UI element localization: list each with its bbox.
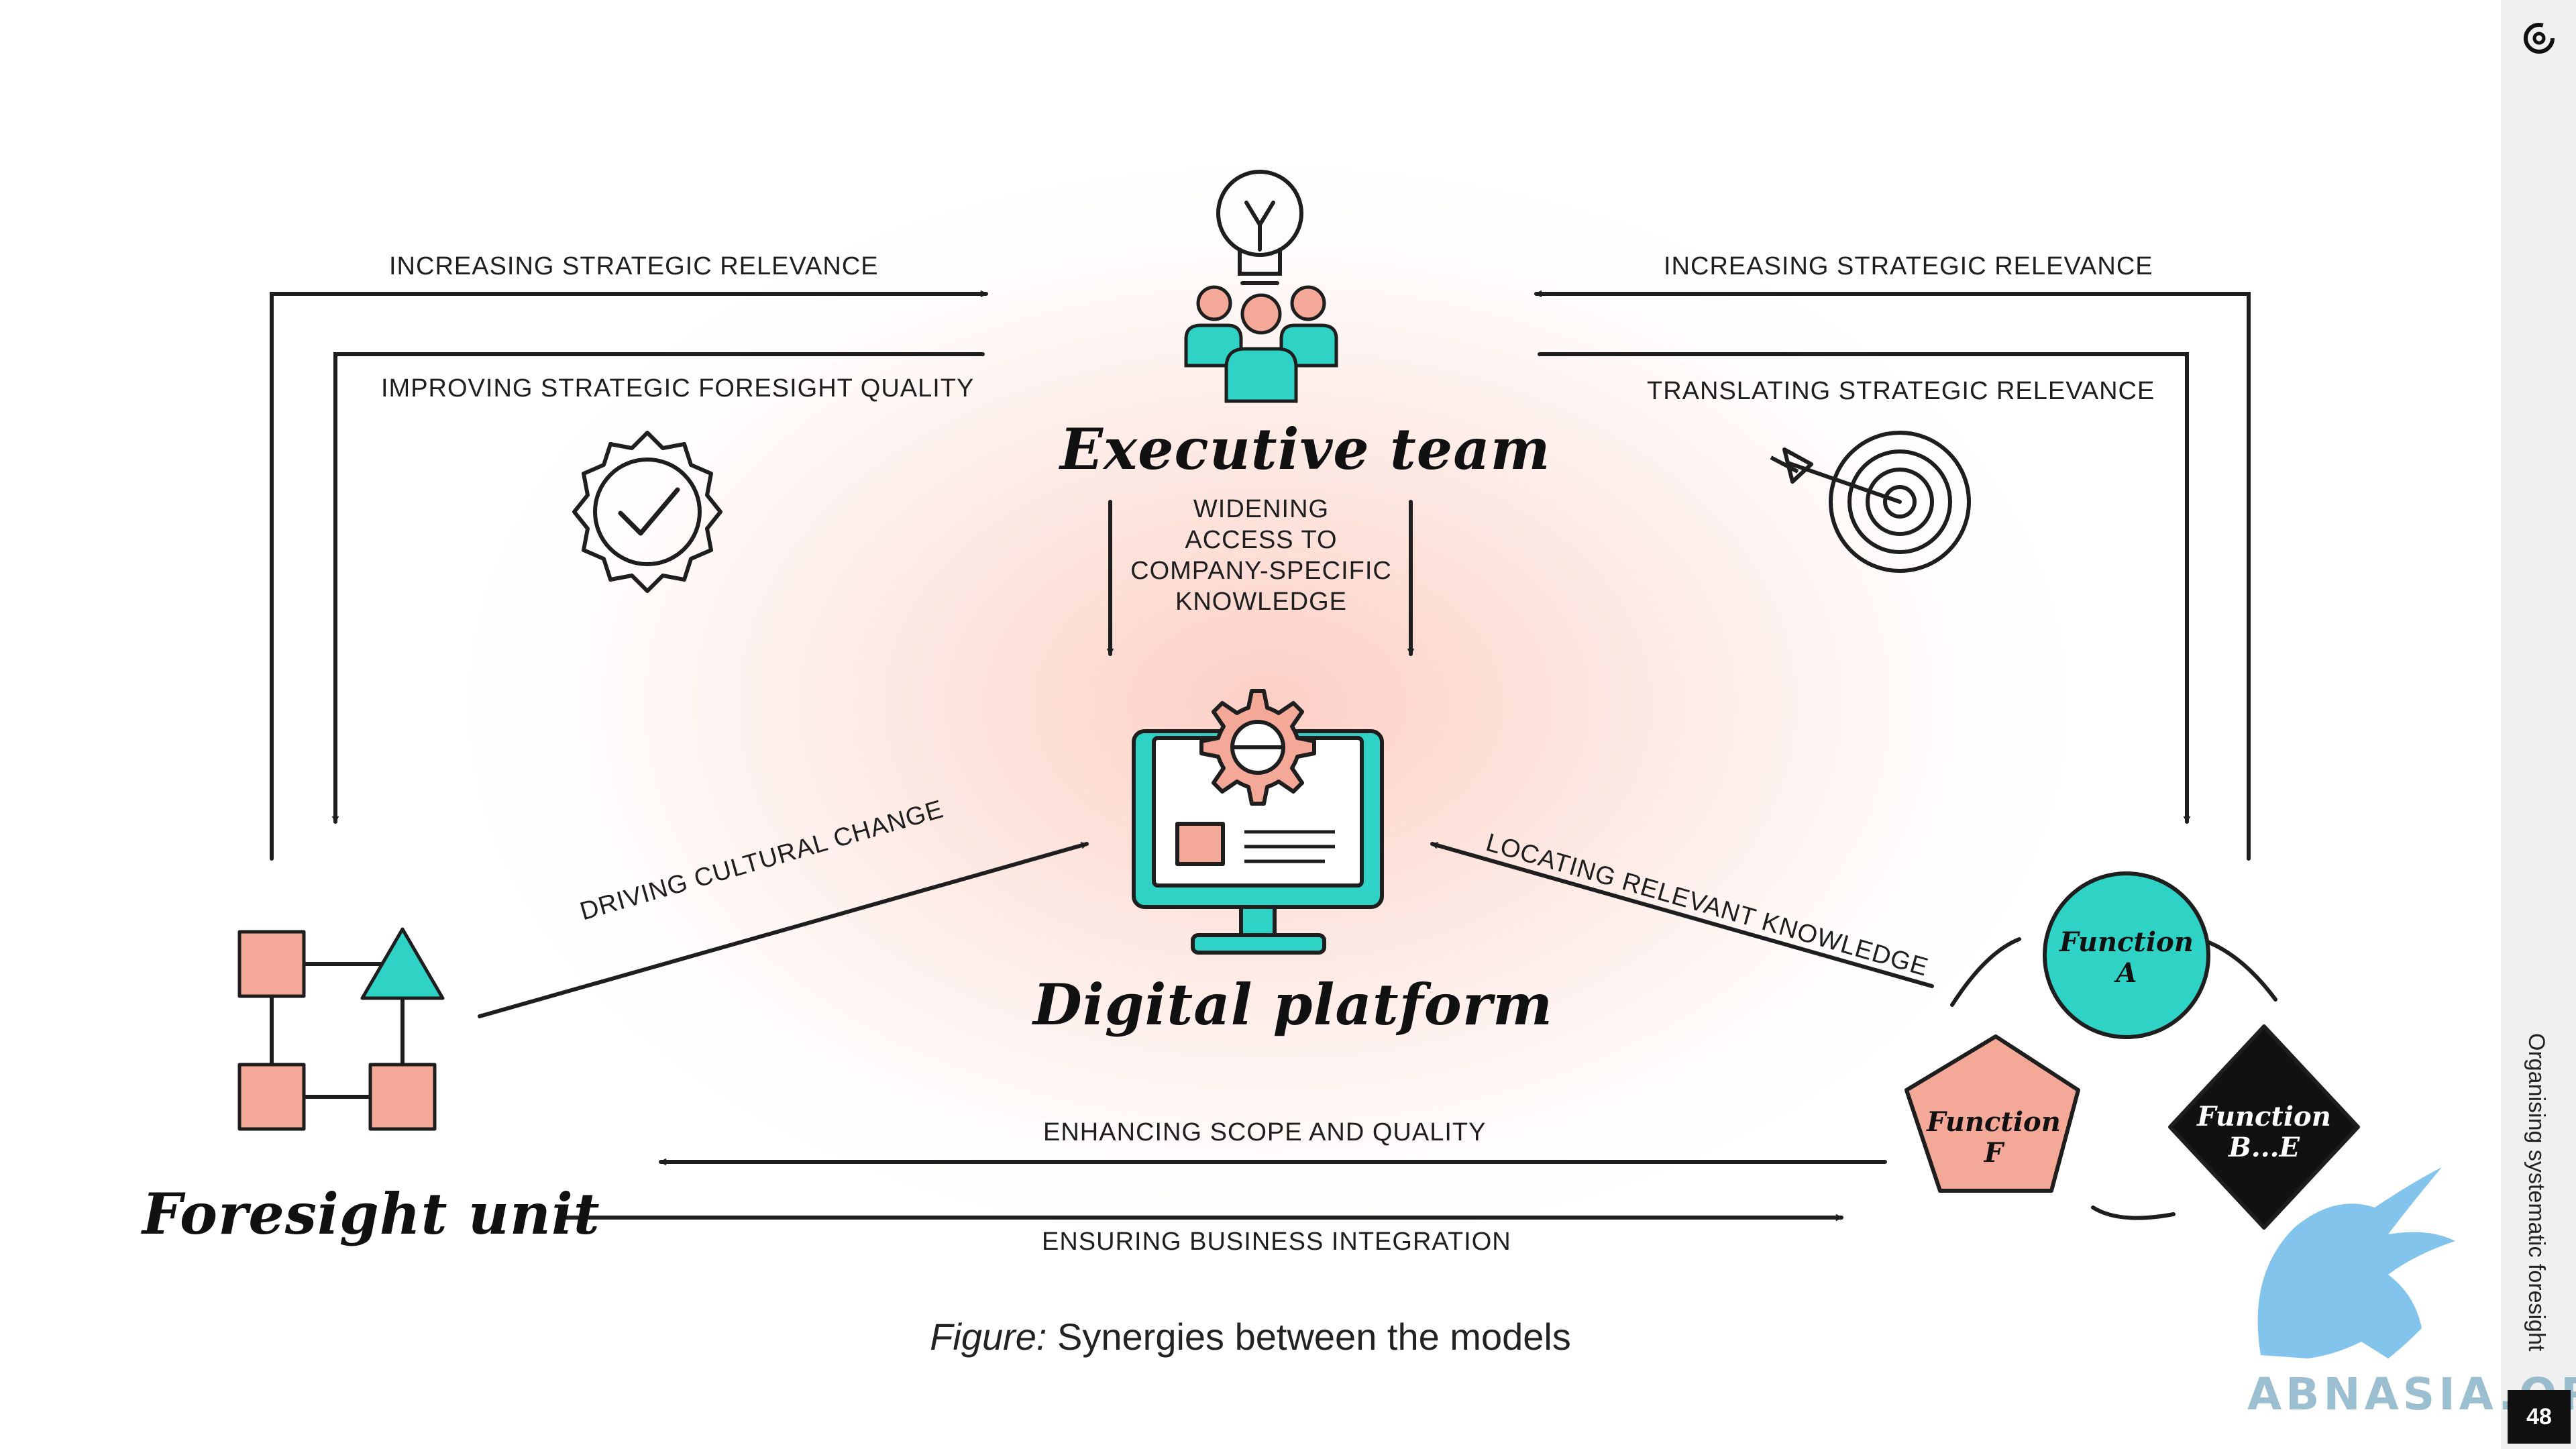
watermark-griffin [2257,1167,2455,1358]
label-exec-platform: Widening access to company-specific know… [1114,494,1409,617]
function-cluster [1904,871,2360,1230]
arrow-left-inner [335,352,985,824]
label-top-left-inner: Improving strategic foresight quality [381,374,975,402]
arrow-foresight-platform [478,842,1089,1018]
label-exec-platform-line-3: company-specific [1130,557,1392,585]
label-top-left-outer: Increasing strategic relevance [389,252,879,280]
label-exec-platform-line-2: access to [1185,526,1338,554]
digital-platform-title: Digital platform [1033,971,1553,1038]
lightbulb-icon [1216,170,1303,285]
function-a-label: Function A [2059,926,2194,989]
monitor-gear-icon [1132,689,1384,955]
label-exec-platform-line-1: Widening [1193,495,1330,523]
label-top-right-inner: Translating strategic relevance [1647,377,2155,405]
brand-logo-icon [2524,23,2555,54]
label-foresight-functions: Ensuring business integration [1042,1228,1511,1256]
arrow-right-outer [1534,294,2251,861]
arrow-left-outer [270,294,988,861]
function-be-shape [2168,1024,2360,1230]
arrow-functions-platform [1430,842,1934,988]
label-functions-foresight: Enhancing scope and quality [1043,1118,1487,1146]
team-icon [1184,285,1338,403]
function-f-label: Function F [1927,1106,2061,1169]
arrow-right-inner [1538,352,2187,824]
page-number: 48 [2508,1390,2571,1444]
executive-team-title: Executive team [1060,416,1551,482]
figure-caption: Figure: Synergies between the models [0,1315,2501,1358]
function-f-shape [1904,1034,2080,1193]
function-be-label: Function B...E [2197,1101,2331,1163]
target-icon [1770,431,1971,573]
caption-text: Synergies between the models [1057,1316,1571,1358]
foresight-unit-title: Foresight unit [142,1181,600,1247]
right-sidebar [2501,0,2576,1449]
connector-lines [270,294,2251,1218]
section-title: Organising systematic foresight [2524,1033,2549,1352]
label-top-right-outer: Increasing strategic relevance [1664,252,2153,280]
label-exec-platform-line-4: knowledge [1175,588,1348,616]
badge-check-icon [572,431,722,593]
org-shapes-icon [237,927,445,1131]
caption-prefix: Figure: [930,1316,1047,1358]
function-a-shape [2043,871,2210,1039]
